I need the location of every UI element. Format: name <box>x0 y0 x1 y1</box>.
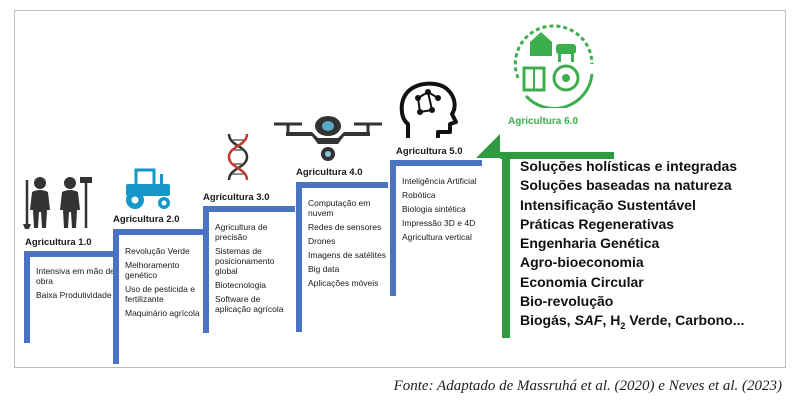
step-title-2: Agricultura 2.0 <box>113 214 180 225</box>
text-segment: Biogás, <box>520 312 575 329</box>
step-bar-1 <box>24 251 116 257</box>
step-items-4: Computação em nuvem Redes de sensores Dr… <box>308 198 388 292</box>
list-item: Biotecnologia <box>215 280 267 290</box>
list-item: Software de aplicação agrícola <box>215 294 284 314</box>
list-item: Impressão 3D e 4D <box>402 218 476 228</box>
list-item: Maquinário agrícola <box>125 308 200 318</box>
step-items-3: Agricultura de precisão Sistemas de posi… <box>215 222 295 318</box>
list-item-last: Biogás, SAF, H2 Verde, Carbono... <box>520 311 744 336</box>
list-item: Sistemas de posicionamento global <box>215 246 275 276</box>
list-item: Intensiva em mão de obra <box>36 266 115 286</box>
list-item: Biologia sintética <box>402 204 466 214</box>
step-vbar-2 <box>113 229 119 364</box>
source-caption: Fonte: Adaptado de Massruhá et al. (2020… <box>393 378 782 394</box>
list-item: Drones <box>308 236 336 246</box>
agriculture-6-title: Agricultura 6.0 <box>508 116 579 127</box>
step-items-5: Inteligência Artificial Robótica Biologi… <box>402 176 482 246</box>
list-item: Agricultura de precisão <box>215 222 268 242</box>
farmers-icon <box>23 177 92 229</box>
step-vbar-5 <box>390 160 396 296</box>
step-bar-4 <box>296 182 388 188</box>
step-bar-3 <box>203 206 295 212</box>
agriculture-6-steps <box>476 134 614 338</box>
list-item: Revolução Verde <box>125 246 190 256</box>
list-item: Engenharia Genética <box>520 235 660 252</box>
list-item: Computação em nuvem <box>308 198 371 218</box>
drone-icon <box>274 116 382 161</box>
list-item: Economia Circular <box>520 273 644 290</box>
list-item: Big data <box>308 264 340 274</box>
sustainable-farm-icon <box>513 24 594 108</box>
text-segment: Verde, Carbono... <box>625 312 745 329</box>
ai-head-icon <box>399 81 458 138</box>
list-item: Imagens de satélites <box>308 250 386 260</box>
list-item: Soluções holísticas e integradas <box>520 158 738 174</box>
list-item: Melhoramento genético <box>125 260 180 280</box>
subscript: 2 <box>620 321 626 332</box>
list-item: Aplicações móveis <box>308 278 379 288</box>
list-item: Soluções baseadas na natureza <box>520 177 732 194</box>
step-bar-5 <box>390 160 482 166</box>
list-item: Inteligência Artificial <box>402 176 477 186</box>
list-item: Redes de sensores <box>308 222 382 232</box>
list-item: Baixa Produtividade <box>36 290 112 300</box>
tractor-icon <box>126 168 170 209</box>
list-item: Uso de pesticida e fertilizante <box>125 284 195 304</box>
list-item: Práticas Regenerativas <box>520 215 675 232</box>
step-title-4: Agricultura 4.0 <box>296 167 363 178</box>
text-segment-italic: SAF <box>574 312 603 329</box>
step-items-1: Intensiva em mão de obra Baixa Produtivi… <box>36 266 116 304</box>
step-title-3: Agricultura 3.0 <box>203 192 270 203</box>
list-item: Agricultura vertical <box>402 232 472 242</box>
step-bar-2 <box>113 229 205 235</box>
step-items-2: Revolução Verde Melhoramento genético Us… <box>125 246 205 322</box>
text-segment: , H <box>602 312 621 329</box>
dna-icon <box>227 133 249 181</box>
agriculture-6-items: Soluções holísticas e integradas Soluçõe… <box>520 157 744 336</box>
list-item: Bio-revolução <box>520 293 614 310</box>
list-item: Intensificação Sustentável <box>520 196 696 213</box>
step-vbar-3 <box>203 206 209 333</box>
list-item: Agro-bioeconomia <box>520 254 644 271</box>
step-title-5: Agricultura 5.0 <box>396 146 463 157</box>
step-vbar-1 <box>24 251 30 343</box>
step-vbar-4 <box>296 182 302 332</box>
step-title-1: Agricultura 1.0 <box>25 237 92 248</box>
diagram-frame <box>14 10 786 368</box>
list-item: Robótica <box>402 190 436 200</box>
